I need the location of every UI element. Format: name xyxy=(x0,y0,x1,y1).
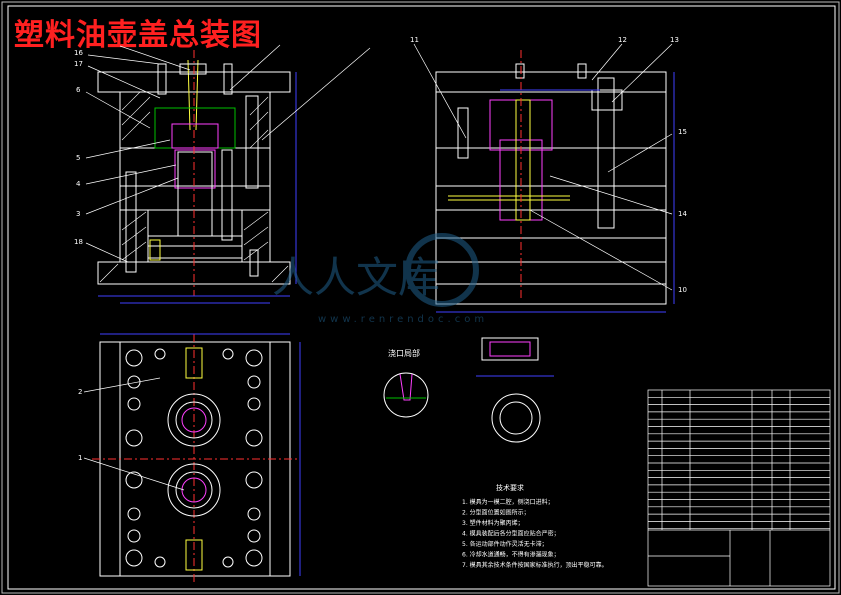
return-pin-right xyxy=(221,149,233,241)
callout-2: 2 xyxy=(78,388,82,396)
gate-detail xyxy=(383,372,429,418)
note-item: 2. 分型面位置如图所示； xyxy=(462,509,530,517)
note-item: 5. 各运动部件动作灵活无卡滞； xyxy=(462,540,548,548)
callout-16: 16 xyxy=(74,49,83,57)
plan-view xyxy=(92,333,301,584)
callout-18: 18 xyxy=(74,238,83,246)
watermark-brand: 人人文库 xyxy=(272,253,440,302)
note-item: 1. 模具为一模二腔，侧浇口进料； xyxy=(462,498,554,506)
watermark-url: www.renrendoc.com xyxy=(318,314,488,325)
bolt-3 xyxy=(249,249,259,277)
cavity-plate xyxy=(119,91,271,149)
detail-label: 浇口局部 xyxy=(388,348,420,358)
bolt-1 xyxy=(157,63,167,95)
plan-callout-numbers: 2 1 xyxy=(78,388,82,462)
left-leaders xyxy=(85,44,371,263)
callout-10: 10 xyxy=(678,286,687,294)
callout-4: 4 xyxy=(76,180,81,188)
plan-holes xyxy=(125,348,263,568)
technical-notes: 技术要求 1. 模具为一模二腔，侧浇口进料； 2. 分型面位置如图所示； 3. 塑件… xyxy=(462,483,608,569)
callout-15: 15 xyxy=(678,128,687,136)
callout-5: 5 xyxy=(76,154,80,162)
notes-heading: 技术要求 xyxy=(496,483,524,492)
bom-table xyxy=(647,389,831,587)
callout-11: 11 xyxy=(410,36,419,44)
plan-leaders xyxy=(83,377,185,491)
frame-border xyxy=(7,5,836,590)
callout-6: 6 xyxy=(76,86,81,94)
callout-13: 13 xyxy=(670,36,679,44)
core-plate xyxy=(119,147,271,187)
callout-14: 14 xyxy=(678,210,687,218)
callout-12: 12 xyxy=(618,36,627,44)
watermark: 人人文库 www.renrendoc.com xyxy=(272,233,488,325)
part-detail xyxy=(476,337,554,443)
ejector-retainer xyxy=(147,235,243,247)
bolt-2 xyxy=(223,63,233,95)
side-section-view xyxy=(435,50,675,313)
front-section-view xyxy=(97,50,297,304)
callout-17: 17 xyxy=(74,60,83,68)
note-item: 6. 冷却水道通畅，不得有渗漏现象； xyxy=(462,551,560,559)
callout-3: 3 xyxy=(76,210,80,218)
note-item: 4. 模具装配后各分型面应贴合严密； xyxy=(462,530,560,538)
plastic-part-core xyxy=(174,149,216,189)
note-item: 7. 模具其余技术条件按国家标准执行，顶出平稳可靠。 xyxy=(462,561,608,569)
return-pin-left xyxy=(125,171,137,273)
support-plate xyxy=(119,185,271,211)
drawing-title: 塑料油壶盖总装图 xyxy=(14,18,262,53)
bolt-4 xyxy=(149,239,161,261)
note-item: 3. 塑件材料为聚丙烯； xyxy=(462,519,524,527)
right-callout-numbers: 11 12 13 15 14 10 xyxy=(410,36,687,294)
plastic-part-top xyxy=(171,123,219,149)
guide-pillar-right xyxy=(245,95,259,189)
r-top-plate xyxy=(435,71,667,93)
callout-1: 1 xyxy=(78,454,82,462)
main-core xyxy=(177,151,213,237)
r-guide-pillar xyxy=(597,77,615,229)
left-callout-numbers: 16 17 6 5 4 3 18 xyxy=(74,49,83,246)
ejector-plate xyxy=(147,245,243,259)
cavity-insert xyxy=(154,107,236,149)
right-leaders xyxy=(413,43,673,291)
